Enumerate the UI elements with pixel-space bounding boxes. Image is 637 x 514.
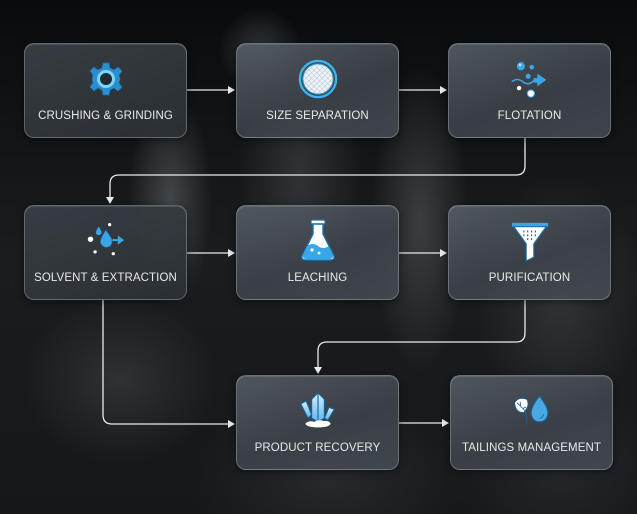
bubbles-arrow-icon [510, 59, 550, 99]
leaf-droplet-icon [512, 391, 552, 431]
flask-icon [298, 219, 338, 261]
node-label: SIZE SEPARATION [266, 110, 369, 122]
node-label: TAILINGS MANAGEMENT [461, 442, 602, 454]
node-label: PURIFICATION [488, 272, 571, 284]
node-label: LEACHING [287, 272, 348, 284]
node-product-recovery: PRODUCT RECOVERY [236, 375, 399, 470]
node-crushing-grinding: CRUSHING & GRINDING [24, 43, 187, 138]
funnel-filter-icon [510, 221, 550, 262]
node-leaching: LEACHING [236, 205, 399, 300]
edge-solvent-product [102, 300, 235, 428]
node-solvent-extraction: SOLVENT & EXTRACTION [24, 205, 187, 300]
node-size-separation: SIZE SEPARATION [236, 43, 399, 138]
node-label: PRODUCT RECOVERY [254, 442, 381, 454]
node-label: SOLVENT & EXTRACTION [34, 272, 177, 284]
droplet-arrow-icon [86, 221, 126, 261]
gear-icon [86, 59, 126, 99]
node-purification: PURIFICATION [448, 205, 611, 300]
node-label: FLOTATION [497, 110, 562, 122]
edge-flotation-solvent [106, 138, 526, 204]
edge-purification-product [314, 300, 526, 374]
crystal-icon [298, 391, 338, 431]
node-tailings-management: TAILINGS MANAGEMENT [450, 375, 613, 470]
node-label: CRUSHING & GRINDING [38, 110, 173, 122]
sieve-mesh-icon [298, 59, 338, 99]
node-flotation: FLOTATION [448, 43, 611, 138]
